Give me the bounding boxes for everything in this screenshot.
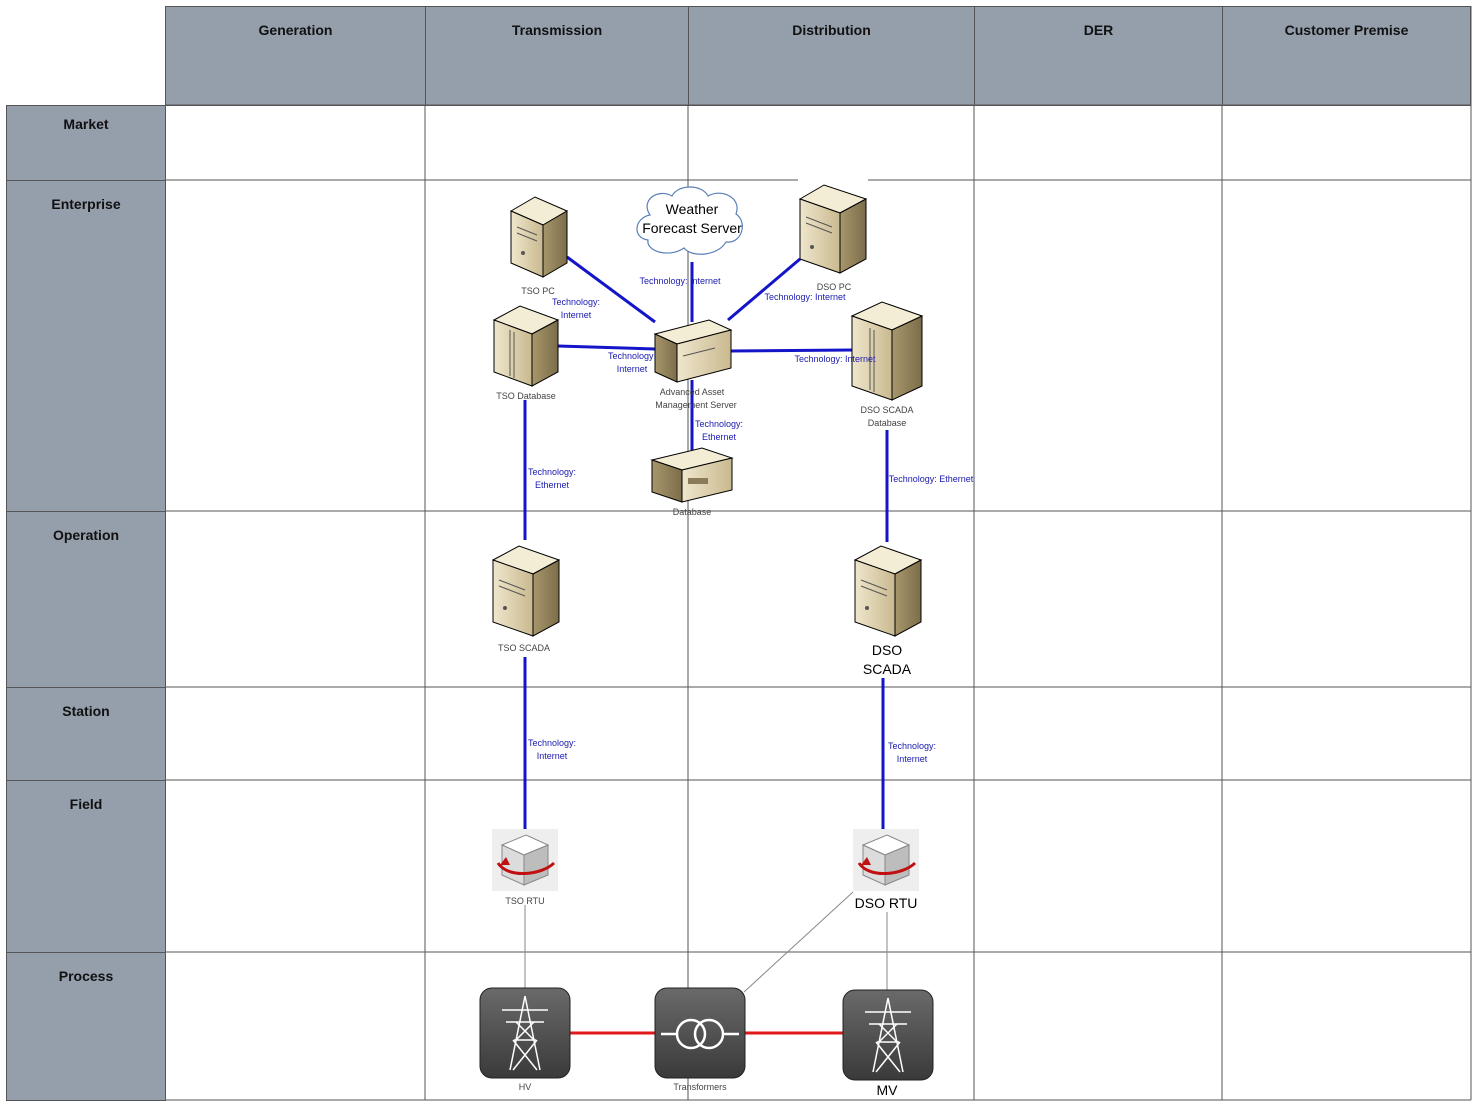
link-label-tsopc-2: Internet: [561, 310, 592, 320]
aams-server-icon: [653, 319, 733, 383]
link-label-dso-station-1: Technology:: [888, 741, 936, 751]
tso-rtu-label: TSO RTU: [505, 896, 544, 906]
link-label-dsoscadadb: Technology: Internet: [794, 354, 876, 364]
link-label-dso-station-2: Internet: [897, 754, 928, 764]
dso-pc-icon: [798, 184, 868, 274]
transformer-icon: [654, 987, 746, 1079]
row-header-enterprise: Enterprise: [6, 180, 166, 512]
link-label-dsopc: Technology: Internet: [764, 292, 846, 302]
link-label-tso-eth-2: Ethernet: [535, 480, 570, 490]
weather-label-line1: Weather: [666, 201, 719, 217]
dso-rtu-icon: [853, 829, 919, 891]
weather-label-line2: Forecast Server: [642, 220, 742, 236]
field-links: [524, 891, 888, 993]
link-label-tsodb-1: Technology:: [608, 351, 656, 361]
tso-scada-label: TSO SCADA: [498, 643, 550, 653]
dso-rtu-label: DSO RTU: [855, 895, 918, 911]
database-label: Database: [673, 507, 712, 517]
row-header-process: Process: [6, 952, 166, 1101]
column-header-transmission: Transmission: [425, 6, 689, 106]
row-header-market: Market: [6, 105, 166, 181]
hv-label: HV: [519, 1082, 532, 1092]
link-tsopc-aams: [566, 255, 656, 324]
tso-pc-icon: [509, 196, 569, 278]
link-label-database-1: Technology:: [695, 419, 743, 429]
column-header-customer-premise: Customer Premise: [1222, 6, 1471, 106]
tso-rtu-icon: [492, 829, 558, 891]
link-label-weather: Technology: Internet: [639, 276, 721, 286]
dso-scada-label-line2: SCADA: [863, 661, 912, 677]
row-header-station: Station: [6, 687, 166, 781]
column-header-distribution: Distribution: [688, 6, 975, 106]
link-dsopc-aams: [727, 257, 801, 322]
dso-scada-db-label-line2: Database: [868, 418, 907, 428]
link-label-tsopc-1: Technology:: [552, 297, 600, 307]
dso-pc-label: DSO PC: [817, 282, 852, 292]
dso-scada-database-icon: [850, 301, 924, 401]
column-header-generation: Generation: [165, 6, 426, 106]
weather-cloud-icon: [636, 186, 743, 255]
grid: [165, 6, 1472, 1101]
link-tsodb-aams: [557, 344, 656, 351]
dso-scada-label-line1: DSO: [872, 642, 902, 658]
comm-links: [523, 255, 889, 830]
link-label-tso-station-2: Internet: [537, 751, 568, 761]
link-label-tso-eth-1: Technology:: [528, 467, 576, 477]
mv-label: MV: [877, 1082, 899, 1098]
tso-scada-icon: [491, 545, 561, 637]
row-header-operation: Operation: [6, 511, 166, 688]
transformers-label: Transformers: [673, 1082, 727, 1092]
dso-scada-icon: [853, 545, 923, 637]
tso-database-label: TSO Database: [496, 391, 556, 401]
link-label-dso-eth: Technology: Ethernet: [889, 474, 974, 484]
aams-label-line1: Advanced Asset: [660, 387, 725, 397]
tso-pc-label: TSO PC: [521, 286, 555, 296]
hv-tower-icon: [479, 987, 571, 1079]
tso-database-icon: [492, 305, 560, 387]
mv-tower-icon: [842, 989, 934, 1081]
link-label-tso-station-1: Technology:: [528, 738, 576, 748]
dso-scada-db-label-line1: DSO SCADA: [860, 405, 913, 415]
link-aams-dsoscadadb: [729, 348, 853, 353]
row-header-field: Field: [6, 780, 166, 953]
aams-label-line2: Management Server: [655, 400, 737, 410]
link-label-tsodb-2: Internet: [617, 364, 648, 374]
link-label-database-2: Ethernet: [702, 432, 737, 442]
database-icon: [650, 447, 734, 503]
